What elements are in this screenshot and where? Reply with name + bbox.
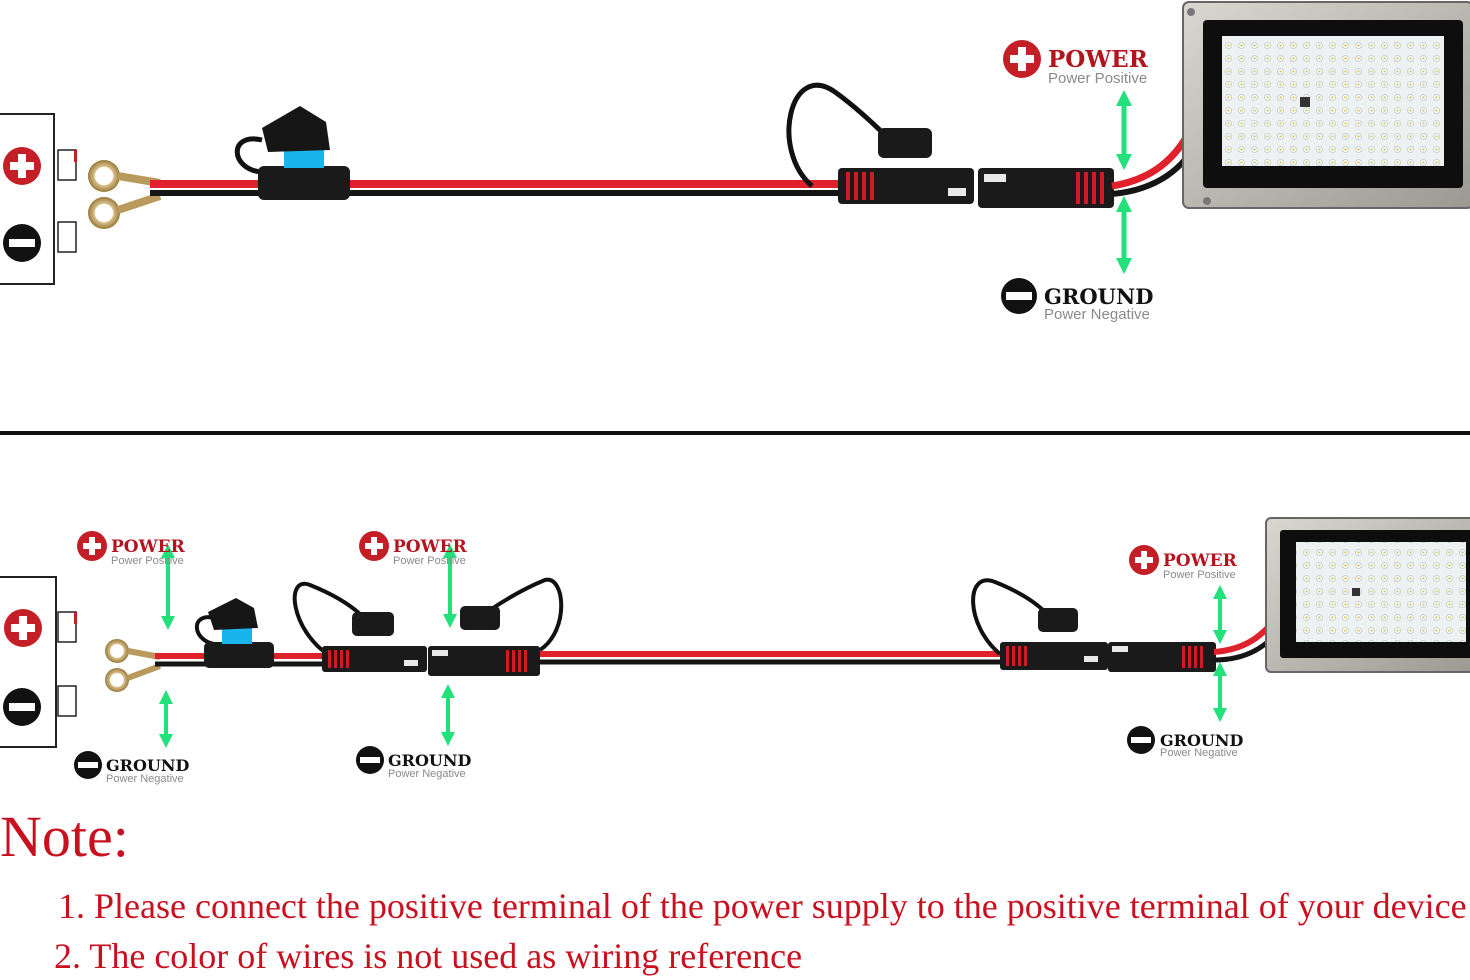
- fuse-holder-icon: [234, 106, 350, 200]
- ring-terminal-icon: [88, 160, 162, 229]
- top-diagram: POWER Power Positive GROUND Power Negati…: [0, 1, 1470, 323]
- power-sub: Power Positive: [111, 555, 184, 567]
- top-power-label: POWER Power Positive: [1003, 40, 1149, 87]
- power-sub: Power Positive: [1163, 569, 1236, 581]
- power-sub: Power Positive: [1048, 70, 1147, 87]
- ring-terminal-icon: [105, 639, 162, 692]
- bottom-power-label-3: POWER Power Positive: [1129, 545, 1238, 581]
- power-word: POWER: [1048, 46, 1149, 73]
- ground-word: GROUND: [1160, 731, 1243, 750]
- bottom-diagram: POWER Power Positive GROUND Power Negati…: [0, 517, 1470, 785]
- plus-circle-icon: [77, 531, 107, 561]
- sae-connector-mate-icon: [428, 577, 564, 676]
- sae-connector-icon: [786, 82, 974, 204]
- power-sub: Power Positive: [393, 555, 466, 567]
- ground-word: GROUND: [106, 756, 189, 775]
- fuse-holder-icon: [195, 598, 274, 668]
- power-word: POWER: [111, 537, 186, 557]
- bottom-ground-label-3: GROUND Power Negative: [1127, 726, 1243, 759]
- bottom-power-arrow-1: [161, 544, 175, 630]
- top-ground-label: GROUND Power Negative: [1001, 278, 1153, 323]
- bottom-ground-label-1: GROUND Power Negative: [74, 751, 189, 785]
- bottom-main-wire: [155, 651, 1010, 667]
- led-flood-light-icon: [1182, 1, 1470, 209]
- power-word: POWER: [393, 537, 468, 557]
- note-item-2: 2. The color of wires is not used as wir…: [54, 936, 803, 976]
- note-item-1: 1. Please connect the positive terminal …: [58, 886, 1467, 926]
- bottom-power-arrow-2: [443, 544, 457, 628]
- battery-minus-icon: [3, 224, 41, 262]
- battery-minus-icon: [3, 688, 41, 726]
- battery-plus-icon: [3, 147, 41, 185]
- plus-circle-icon: [359, 531, 389, 561]
- ground-sub: Power Negative: [106, 773, 184, 785]
- bottom-power-label-1: POWER Power Positive: [77, 531, 186, 567]
- ground-sub: Power Negative: [1044, 306, 1150, 323]
- ground-sub: Power Negative: [1160, 747, 1238, 759]
- minus-circle-icon: [356, 746, 384, 774]
- ground-sub: Power Negative: [388, 768, 466, 780]
- top-main-wire: [150, 180, 840, 196]
- power-word: POWER: [1163, 551, 1238, 571]
- bottom-ground-arrow-2: [441, 684, 455, 746]
- sae-connector-mate-icon: [978, 118, 1203, 208]
- battery-plus-icon: [4, 609, 42, 647]
- minus-circle-icon: [1127, 726, 1155, 754]
- sae-connector-mate-icon: [1108, 610, 1288, 672]
- sae-connector-icon: [971, 578, 1108, 670]
- battery-icon: [0, 576, 77, 748]
- led-flood-light-icon: [1265, 517, 1470, 673]
- bottom-power-label-2: POWER Power Positive: [359, 531, 468, 567]
- section-divider: [0, 431, 1470, 435]
- top-ground-arrow: [1116, 196, 1132, 274]
- bottom-ground-label-2: GROUND Power Negative: [356, 746, 471, 780]
- battery-icon: [0, 113, 77, 285]
- plus-circle-icon: [1003, 40, 1041, 78]
- plus-circle-icon: [1129, 545, 1159, 575]
- ground-word: GROUND: [1044, 284, 1153, 309]
- sae-connector-icon: [292, 581, 427, 672]
- ground-word: GROUND: [388, 751, 471, 770]
- bottom-ground-arrow-3: [1213, 662, 1227, 722]
- note-title: Note:: [0, 804, 129, 869]
- minus-circle-icon: [1001, 278, 1037, 314]
- bottom-power-arrow-3: [1213, 585, 1227, 644]
- minus-circle-icon: [74, 751, 102, 779]
- bottom-ground-arrow-1: [159, 690, 173, 748]
- top-power-arrow: [1116, 90, 1132, 170]
